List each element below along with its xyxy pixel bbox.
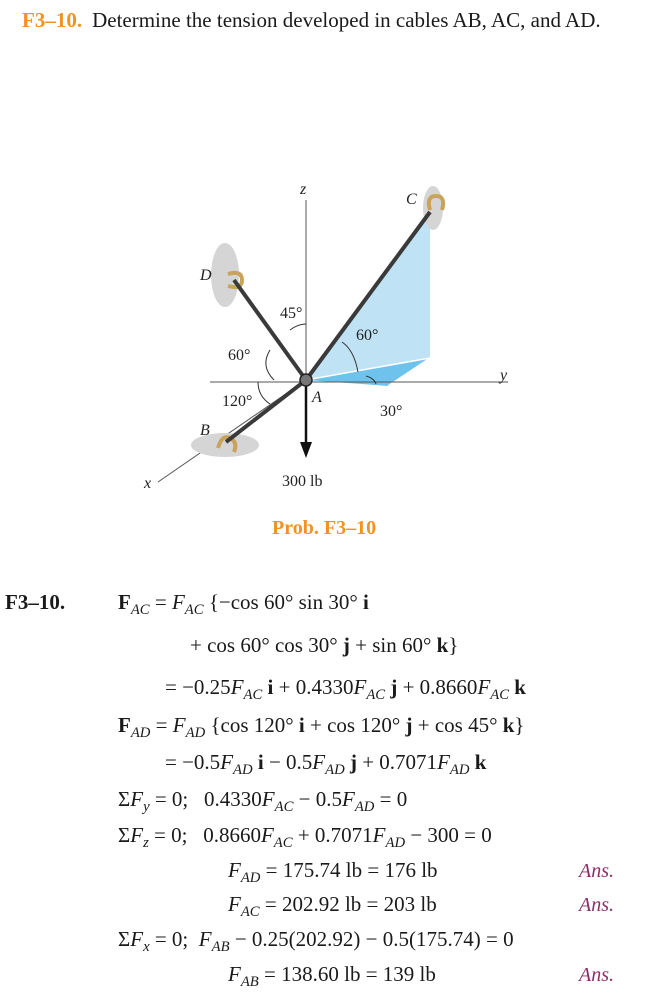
eq-fac-def-cont: + cos 60° cos 30° j + sin 60° k} <box>190 633 459 657</box>
angle-30: 30° <box>380 403 402 420</box>
cable-ac <box>304 210 432 382</box>
angle-120: 120° <box>222 393 252 410</box>
label-d: D <box>199 267 212 284</box>
eq-fad-components: = −0.5FAD i − 0.5FAD j + 0.7071FAD k <box>165 750 487 779</box>
figure: z y x A B C D 45° 60° 60° 120° 30° 300 l… <box>130 180 510 510</box>
eq-sum-fx: ΣFx = 0; FAB − 0.25(202.92) − 0.5(175.74… <box>118 927 514 956</box>
label-y: y <box>498 367 508 384</box>
label-z: z <box>299 181 307 198</box>
eq-fad-def: FAD = FAD {cos 120° i + cos 120° j + cos… <box>118 713 525 742</box>
label-b: B <box>200 422 210 439</box>
label-a: A <box>311 389 322 406</box>
problem-statement: F3–10. Determine the tension developed in… <box>22 6 637 34</box>
solution-label: F3–10. <box>5 590 66 614</box>
cable-ab <box>224 378 308 444</box>
label-c: C <box>406 191 417 208</box>
eq-fac-components: = −0.25FAC i + 0.4330FAC j + 0.8660FAC k <box>165 675 526 704</box>
eq-fac-result: FAC = 202.92 lb = 203 lb <box>228 892 437 921</box>
eq-sum-fz: ΣFz = 0; 0.8660FAC + 0.7071FAD − 300 = 0 <box>118 823 492 852</box>
angle-45: 45° <box>280 305 302 322</box>
problem-text: Determine the tension developed in cable… <box>92 8 601 32</box>
label-x: x <box>143 475 151 492</box>
ring-a <box>299 373 313 387</box>
force-diagram: z y x A B C D 45° 60° 60° 120° 30° 300 l… <box>143 181 508 492</box>
load-label: 300 lb <box>282 473 322 490</box>
ans-fac: Ans. <box>579 894 614 916</box>
shade-ground <box>306 358 430 386</box>
hook-c <box>426 193 446 211</box>
ans-fad: Ans. <box>579 860 614 882</box>
eq-fab-result: FAB = 138.60 lb = 139 lb <box>228 962 436 991</box>
angle-60-left: 60° <box>228 347 250 364</box>
cable-ad <box>232 278 308 382</box>
problem-number: F3–10. <box>22 8 83 32</box>
eq-fad-result: FAD = 175.74 lb = 176 lb <box>228 858 438 887</box>
ans-fab: Ans. <box>579 964 614 986</box>
figure-caption: Prob. F3–10 <box>272 517 377 539</box>
eq-sum-fy: ΣFy = 0; 0.4330FAC − 0.5FAD = 0 <box>118 787 408 816</box>
eq-fac-def: FAC = FAC {−cos 60° sin 30° i <box>118 590 369 619</box>
solution-block: F3–10. FAC = FAC {−cos 60° sin 30° i + c… <box>0 585 653 994</box>
angle-60-right: 60° <box>356 327 378 344</box>
hook-d <box>227 270 245 290</box>
